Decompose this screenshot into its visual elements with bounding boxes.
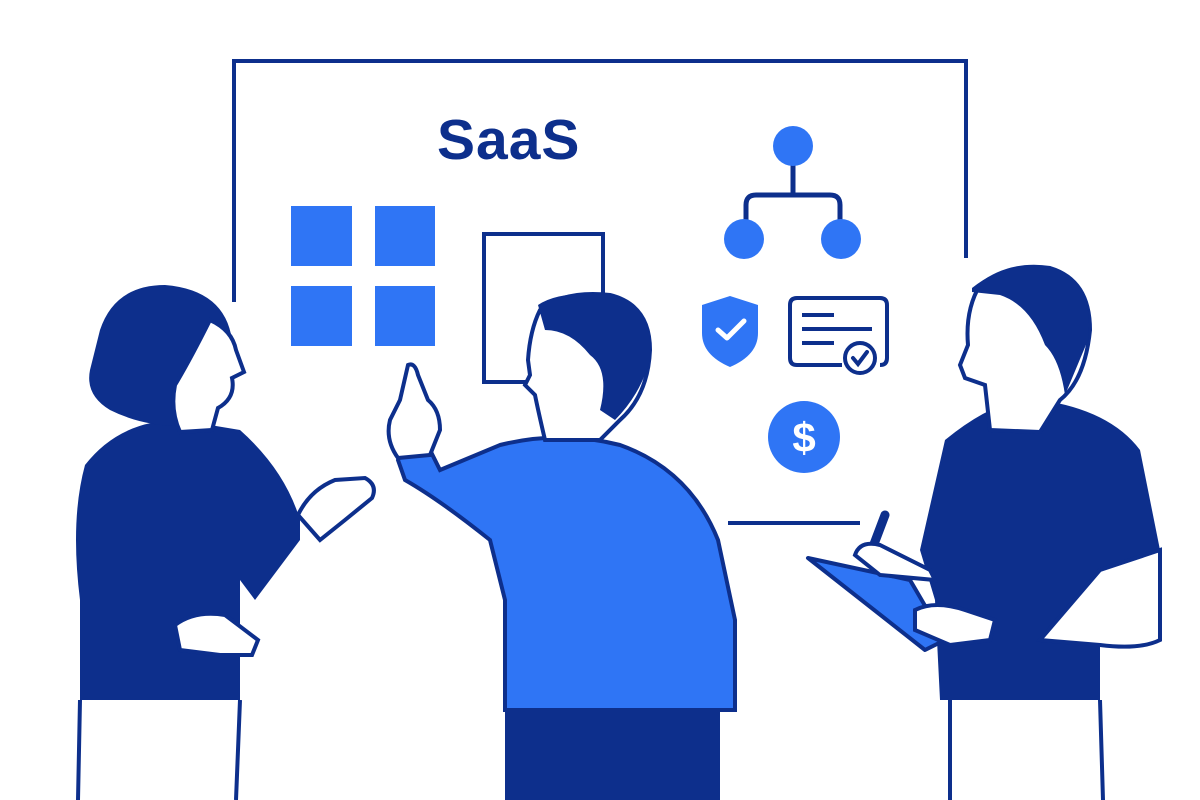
man-taking-notes: [806, 264, 1162, 800]
whiteboard: [232, 59, 968, 525]
certificate-icon: [788, 296, 889, 375]
man-pointing: [386, 292, 737, 800]
hierarchy-icon: [724, 126, 861, 259]
app-grid-icon: [291, 206, 435, 346]
woman-gesturing: [76, 285, 376, 800]
svg-text:$: $: [792, 414, 815, 461]
board-title: SaaS: [437, 108, 581, 172]
dollar-coin-icon: $: [768, 401, 840, 473]
shield-check-icon: [702, 296, 758, 367]
